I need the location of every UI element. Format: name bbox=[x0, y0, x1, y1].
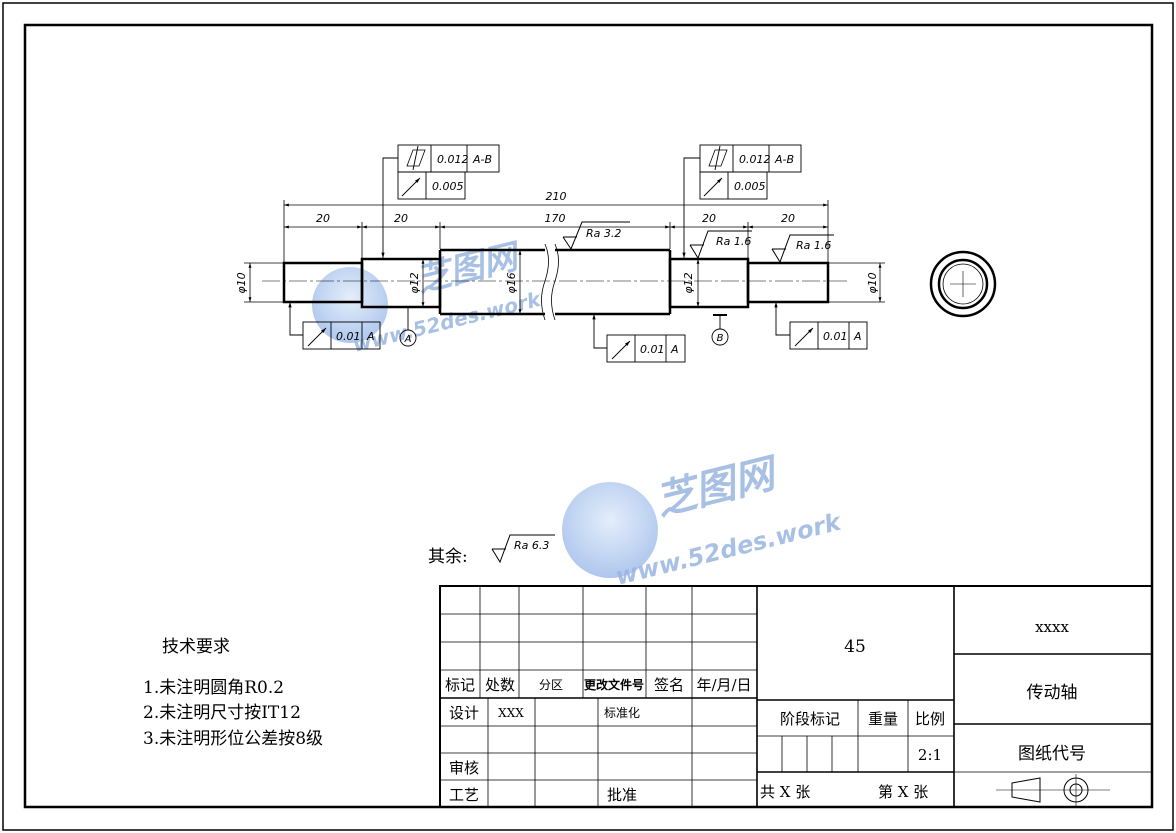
tb-process-label: 工艺 bbox=[449, 786, 479, 804]
tb-designer-name: XXX bbox=[498, 706, 524, 720]
tb-approve-label: 批准 bbox=[607, 786, 637, 804]
tolerance-frame-bottom-left bbox=[288, 302, 381, 350]
tech-requirement-1: 1.未注明圆角R0.2 bbox=[143, 678, 284, 698]
roughness-symbol-body bbox=[562, 221, 630, 251]
tb-stage-mark-label: 阶段标记 bbox=[780, 710, 840, 728]
tb-mark-label: 标记 bbox=[445, 676, 475, 694]
tb-weight-label: 重量 bbox=[868, 710, 898, 728]
tb-drawing-code: 图纸代号 bbox=[1018, 744, 1086, 764]
dimension-lines bbox=[244, 200, 885, 314]
tolerance-frame-bottom-right bbox=[774, 302, 868, 350]
tol-bottom-left-value: 0.01 bbox=[336, 330, 361, 343]
roughness-rest-label: 其余: bbox=[428, 547, 468, 567]
watermark-logo-large: 芝图网 www.52des.work bbox=[562, 450, 845, 591]
shaft-side-view bbox=[929, 250, 997, 318]
tb-material: 45 bbox=[844, 637, 866, 657]
dim-right-end-length: 20 bbox=[781, 212, 795, 225]
tolerance-frame-top-left bbox=[381, 144, 500, 258]
right-end-segment bbox=[746, 261, 830, 304]
tol-bottom-left-datum: A bbox=[366, 330, 375, 343]
tb-change-doc-label: 更改文件号 bbox=[584, 677, 644, 692]
tol-bottom-mid-datum: A bbox=[670, 343, 679, 356]
break-line-left bbox=[541, 243, 549, 321]
dim-left-journal-length: 20 bbox=[394, 212, 408, 225]
tolerance-frame-bottom-mid bbox=[592, 314, 686, 363]
tb-sheet-number: 第 X 张 bbox=[878, 783, 928, 801]
dim-overall-length: 210 bbox=[546, 190, 567, 203]
tol-top-left-runout-value: 0.012 bbox=[437, 153, 469, 166]
dim-left-end-length: 20 bbox=[316, 212, 330, 225]
tolerance-frame-top-right bbox=[682, 144, 802, 258]
tech-requirement-3: 3.未注明形位公差按8级 bbox=[143, 729, 323, 749]
projection-symbol-icon bbox=[996, 774, 1110, 806]
tb-company: xxxx bbox=[1035, 618, 1069, 636]
tb-scale-label: 比例 bbox=[915, 710, 945, 728]
tol-bottom-right-value: 0.01 bbox=[823, 330, 848, 343]
tb-total-sheets: 共 X 张 bbox=[760, 783, 810, 801]
body-segment bbox=[438, 248, 672, 316]
roughness-right-journal-text: Ra 1.6 bbox=[716, 235, 751, 248]
tb-drawing-name: 传动轴 bbox=[1027, 683, 1078, 703]
roughness-symbol-rest bbox=[491, 534, 555, 564]
roughness-rest-value: Ra 6.3 bbox=[514, 539, 549, 552]
dim-body-length: 170 bbox=[545, 212, 566, 225]
dim-dia-body: φ16 bbox=[505, 272, 518, 293]
roughness-body-text: Ra 3.2 bbox=[586, 227, 621, 240]
tb-count-label: 处数 bbox=[485, 676, 515, 694]
tol-top-left-runout-datum: A-B bbox=[472, 153, 492, 166]
tb-scale-value: 2:1 bbox=[918, 746, 942, 764]
datum-b-label: B bbox=[717, 333, 724, 344]
tech-requirements-title: 技术要求 bbox=[162, 637, 230, 657]
dim-dia-left-end: φ10 bbox=[235, 272, 248, 293]
roughness-symbol-right-journal bbox=[689, 230, 752, 260]
roughness-right-end-text: Ra 1.6 bbox=[796, 239, 831, 252]
tol-top-right-circular-value: 0.005 bbox=[734, 180, 766, 193]
tol-bottom-right-datum: A bbox=[853, 330, 862, 343]
dim-dia-right-journal: φ12 bbox=[682, 272, 695, 293]
datum-a-label: A bbox=[404, 334, 412, 345]
datum-symbol-a bbox=[399, 306, 417, 347]
tb-sign-label: 签名 bbox=[654, 676, 684, 694]
tol-top-right-runout-datum: A-B bbox=[774, 153, 794, 166]
tol-bottom-mid-value: 0.01 bbox=[640, 343, 665, 356]
tech-requirement-2: 2.未注明尺寸按IT12 bbox=[143, 703, 301, 723]
dim-dia-left-journal: φ12 bbox=[408, 272, 421, 293]
tb-zone-label: 分区 bbox=[539, 678, 563, 692]
roughness-symbol-right-end bbox=[771, 234, 834, 264]
tb-review-label: 审核 bbox=[449, 759, 479, 777]
datum-symbol-b bbox=[711, 314, 729, 346]
dim-dia-right-end: φ10 bbox=[866, 272, 879, 293]
tb-standardize-label: 标准化 bbox=[604, 706, 640, 720]
tb-design-label: 设计 bbox=[449, 704, 479, 722]
watermark-cn-large: 芝图网 bbox=[651, 450, 784, 525]
title-block bbox=[439, 585, 1153, 808]
tol-top-right-runout-value: 0.012 bbox=[739, 153, 771, 166]
dim-right-journal-length: 20 bbox=[702, 212, 716, 225]
break-line-right bbox=[551, 243, 559, 321]
tb-date-label: 年/月/日 bbox=[696, 676, 751, 694]
tol-top-left-circular-value: 0.005 bbox=[432, 180, 464, 193]
